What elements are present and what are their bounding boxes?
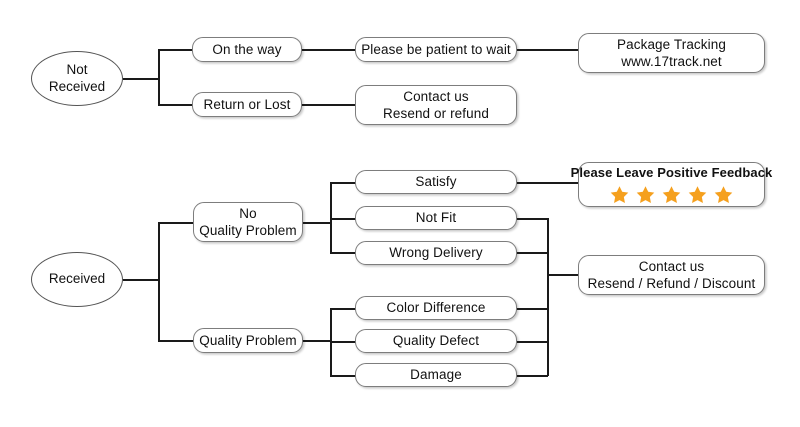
connector-wait-to-tracking: [517, 49, 579, 51]
connector-received-stem: [123, 279, 159, 281]
node-received-label: Received: [48, 271, 106, 287]
node-contact-resend-refund-line2: Resend or refund: [383, 106, 489, 121]
node-return-or-lost[interactable]: Return or Lost: [192, 92, 302, 117]
node-quality-defect[interactable]: Quality Defect: [355, 329, 517, 353]
connector-qp-to-damage: [330, 375, 356, 377]
node-on-the-way-label: On the way: [212, 41, 282, 57]
connector-damage-out: [517, 375, 548, 377]
node-on-the-way[interactable]: On the way: [192, 37, 302, 62]
connector-nqp-to-satisfy: [330, 182, 356, 184]
connector-nqp-to-wrong-delivery: [330, 252, 356, 254]
node-satisfy[interactable]: Satisfy: [355, 170, 517, 194]
node-return-or-lost-label: Return or Lost: [203, 96, 291, 112]
connector-to-on-the-way: [158, 49, 193, 51]
connector-qp-stem: [303, 340, 331, 342]
node-feedback[interactable]: Please Leave Positive Feedback: [571, 162, 772, 207]
star-icon: [714, 186, 733, 203]
star-icon: [610, 186, 629, 203]
node-wrong-delivery-label: Wrong Delivery: [389, 245, 483, 261]
star-icon: [636, 186, 655, 203]
star-icon: [688, 186, 707, 203]
node-package-tracking-line1: Package Tracking: [617, 36, 726, 52]
connector-nqp-bus: [330, 182, 332, 253]
node-resolution-contact-us[interactable]: Contact us Resend / Refund / Discount: [578, 255, 765, 295]
node-not-fit[interactable]: Not Fit: [355, 206, 517, 230]
connector-to-return-or-lost: [158, 104, 193, 106]
node-received[interactable]: Received: [31, 252, 123, 307]
node-satisfy-label: Satisfy: [415, 174, 457, 190]
connector-resolution-bus: [547, 218, 549, 376]
node-no-quality-problem-line2: Quality Problem: [199, 223, 297, 238]
connector-qp-to-quality-defect: [330, 341, 356, 343]
connector-received-bus: [158, 222, 160, 341]
connector-nqp-to-not-fit: [330, 218, 356, 220]
connector-not-received-stem: [123, 78, 159, 80]
connector-to-quality-problem: [158, 340, 194, 342]
connector-not-received-bus: [158, 49, 160, 105]
node-feedback-title: Please Leave Positive Feedback: [570, 165, 773, 181]
node-contact-resend-refund-line1: Contact us: [403, 88, 469, 104]
connector-qp-to-color-difference: [330, 308, 356, 310]
connector-on-the-way-to-wait: [302, 49, 356, 51]
node-color-difference[interactable]: Color Difference: [355, 296, 517, 320]
node-not-received[interactable]: Not Received: [31, 51, 123, 106]
node-please-be-patient[interactable]: Please be patient to wait: [355, 37, 517, 62]
node-damage-label: Damage: [410, 367, 462, 383]
connector-satisfy-to-feedback: [517, 182, 579, 184]
connector-color-difference-out: [517, 308, 548, 310]
connector-nqp-stem: [303, 222, 331, 224]
node-wrong-delivery[interactable]: Wrong Delivery: [355, 241, 517, 265]
node-contact-resend-refund[interactable]: Contact us Resend or refund: [355, 85, 517, 125]
connector-quality-defect-out: [517, 341, 548, 343]
star-rating[interactable]: [610, 185, 733, 204]
node-not-fit-label: Not Fit: [415, 210, 457, 226]
connector-bus-to-resolution: [547, 274, 579, 276]
node-please-be-patient-label: Please be patient to wait: [361, 41, 511, 57]
connector-wrong-delivery-out: [517, 252, 548, 254]
node-no-quality-problem[interactable]: No Quality Problem: [193, 202, 303, 242]
star-icon: [662, 186, 681, 203]
connector-return-to-contact: [302, 104, 356, 106]
node-not-received-line1: Not: [66, 61, 88, 77]
node-quality-defect-label: Quality Defect: [392, 333, 480, 349]
node-package-tracking[interactable]: Package Tracking www.17track.net: [578, 33, 765, 73]
node-package-tracking-url: www.17track.net: [621, 54, 722, 69]
connector-to-no-quality-problem: [158, 222, 194, 224]
node-resolution-line1: Contact us: [638, 258, 705, 274]
node-quality-problem-label: Quality Problem: [199, 332, 297, 348]
connector-not-fit-out: [517, 218, 548, 220]
node-damage[interactable]: Damage: [355, 363, 517, 387]
node-no-quality-problem-line1: No: [239, 205, 257, 221]
node-color-difference-label: Color Difference: [386, 300, 486, 316]
node-resolution-line2: Resend / Refund / Discount: [587, 276, 756, 291]
node-quality-problem[interactable]: Quality Problem: [193, 328, 303, 353]
node-not-received-line2: Received: [48, 78, 106, 94]
